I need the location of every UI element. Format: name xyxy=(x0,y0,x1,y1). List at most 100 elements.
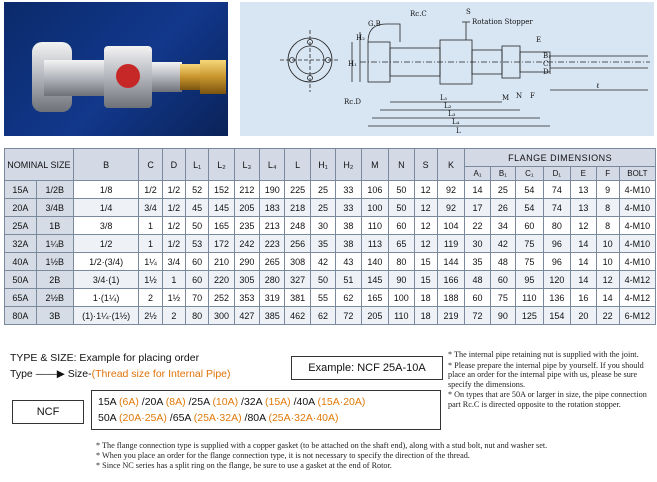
table-cell: 42 xyxy=(309,252,337,271)
column-header: K xyxy=(436,148,466,181)
table-cell: 145 xyxy=(360,270,390,289)
table-cell: 119 xyxy=(436,234,466,253)
label-rc-top: Rc.C xyxy=(410,10,427,18)
table-cell: 10 xyxy=(595,252,620,271)
column-header: N xyxy=(388,148,415,181)
table-cell: 14 xyxy=(595,288,620,307)
table-cell: 32A xyxy=(4,234,37,253)
table-cell: 45 xyxy=(184,198,210,217)
notes-right: * The internal pipe retaining nut is sup… xyxy=(448,350,654,411)
table-cell: 2 xyxy=(138,288,163,307)
table-cell: 106 xyxy=(360,180,390,199)
table-cell: 25A xyxy=(4,216,37,235)
flange-dimensions-header: FLANGE DIMENSIONS xyxy=(464,148,656,167)
table-cell: 2B xyxy=(35,270,74,289)
table-cell: 13 xyxy=(570,180,597,199)
arrow-icon: ——▶ xyxy=(35,368,68,380)
table-cell: 80 xyxy=(388,252,415,271)
table-cell: 75 xyxy=(515,252,544,271)
table-cell: 1/2 xyxy=(161,180,186,199)
table-cell: 4-M10 xyxy=(618,234,657,253)
table-cell: 20A xyxy=(4,198,37,217)
table-cell: 1¼B xyxy=(35,234,74,253)
table-cell: 385 xyxy=(259,306,286,325)
flange-column-header: D₁ xyxy=(542,166,572,181)
table-cell: 22 xyxy=(464,216,491,235)
label-s: S xyxy=(466,8,471,16)
table-cell: 1½ xyxy=(138,270,163,289)
internal-pipe-size: (25A·32A·40A) xyxy=(268,412,339,424)
table-cell: 225 xyxy=(284,180,311,199)
table-cell: 242 xyxy=(233,234,261,253)
table-cell: 95 xyxy=(515,270,544,289)
label-l3: L₃ xyxy=(448,110,456,118)
label-rcd: Rc.D xyxy=(344,98,361,106)
table-cell: 1 xyxy=(161,270,186,289)
nominal-size: 15A xyxy=(98,396,120,408)
column-header: H₂ xyxy=(335,148,362,181)
note: * The flange connection type is supplied… xyxy=(96,441,548,450)
table-cell: 205 xyxy=(360,306,390,325)
notes-bottom: * The flange connection type is supplied… xyxy=(96,441,656,471)
table-cell: 60 xyxy=(184,270,210,289)
table-cell: 2 xyxy=(161,306,186,325)
table-cell: 1·(1¼) xyxy=(72,288,140,307)
table-cell: 1¼ xyxy=(138,252,163,271)
table-cell: 34 xyxy=(489,216,517,235)
table-cell: 1 xyxy=(138,234,163,253)
note: * When you place an order for the flange… xyxy=(96,451,470,460)
internal-pipe-size: (10A) xyxy=(212,396,239,408)
table-cell: 220 xyxy=(208,270,235,289)
label-l2: L₂ xyxy=(444,102,452,110)
label-l: L xyxy=(456,127,461,135)
table-cell: 35 xyxy=(309,234,337,253)
note: * The internal pipe retaining nut is sup… xyxy=(448,350,639,359)
table-cell: 14 xyxy=(570,234,597,253)
nominal-size: /40A xyxy=(290,396,318,408)
table-cell: 25 xyxy=(309,198,337,217)
label-c1: C₁ xyxy=(543,60,551,68)
column-header: B xyxy=(72,148,140,181)
table-cell: 4-M12 xyxy=(618,270,657,289)
table-cell: 1/2 xyxy=(161,198,186,217)
label-e: E xyxy=(536,36,541,44)
label-gb: G.B xyxy=(368,20,381,28)
table-cell: 20 xyxy=(570,306,597,325)
table-cell: 40A xyxy=(4,252,37,271)
table-cell: 60 xyxy=(464,288,491,307)
note: * Since NC series has a split ring on th… xyxy=(96,461,392,470)
sizes-box: 15A (6A) /20A (8A) /25A (10A) /32A (15A)… xyxy=(91,390,441,430)
table-cell: 190 xyxy=(259,180,286,199)
table-cell: 25 xyxy=(309,180,337,199)
table-cell: 2½ xyxy=(138,306,163,325)
table-cell: 38 xyxy=(335,216,362,235)
type-size-legend: Type ——▶ Size-(Thread size for Internal … xyxy=(10,368,231,380)
table-cell: 9 xyxy=(595,180,620,199)
table-cell: 1B xyxy=(35,216,74,235)
table-cell: 305 xyxy=(233,270,261,289)
table-cell: 218 xyxy=(284,198,311,217)
table-cell: 6-M12 xyxy=(618,306,657,325)
table-cell: 166 xyxy=(436,270,466,289)
table-cell: 3/8 xyxy=(72,216,140,235)
nominal-size: /65A xyxy=(166,412,194,424)
table-cell: 60 xyxy=(184,252,210,271)
table-cell: 353 xyxy=(233,288,261,307)
nominal-size: /20A xyxy=(138,396,166,408)
table-cell: 12 xyxy=(413,198,438,217)
table-cell: 183 xyxy=(259,198,286,217)
table-cell: 308 xyxy=(284,252,311,271)
table-cell: 462 xyxy=(284,306,311,325)
table-cell: 152 xyxy=(208,180,235,199)
flange-column-header: B₁ xyxy=(489,166,517,181)
table-cell: 290 xyxy=(233,252,261,271)
table-cell: 3/4·(1) xyxy=(72,270,140,289)
table-cell: 33 xyxy=(335,180,362,199)
column-header: M xyxy=(360,148,390,181)
type-label: Type xyxy=(10,368,33,380)
column-header: NOMINAL SIZE xyxy=(4,148,74,181)
table-cell: 96 xyxy=(542,252,572,271)
